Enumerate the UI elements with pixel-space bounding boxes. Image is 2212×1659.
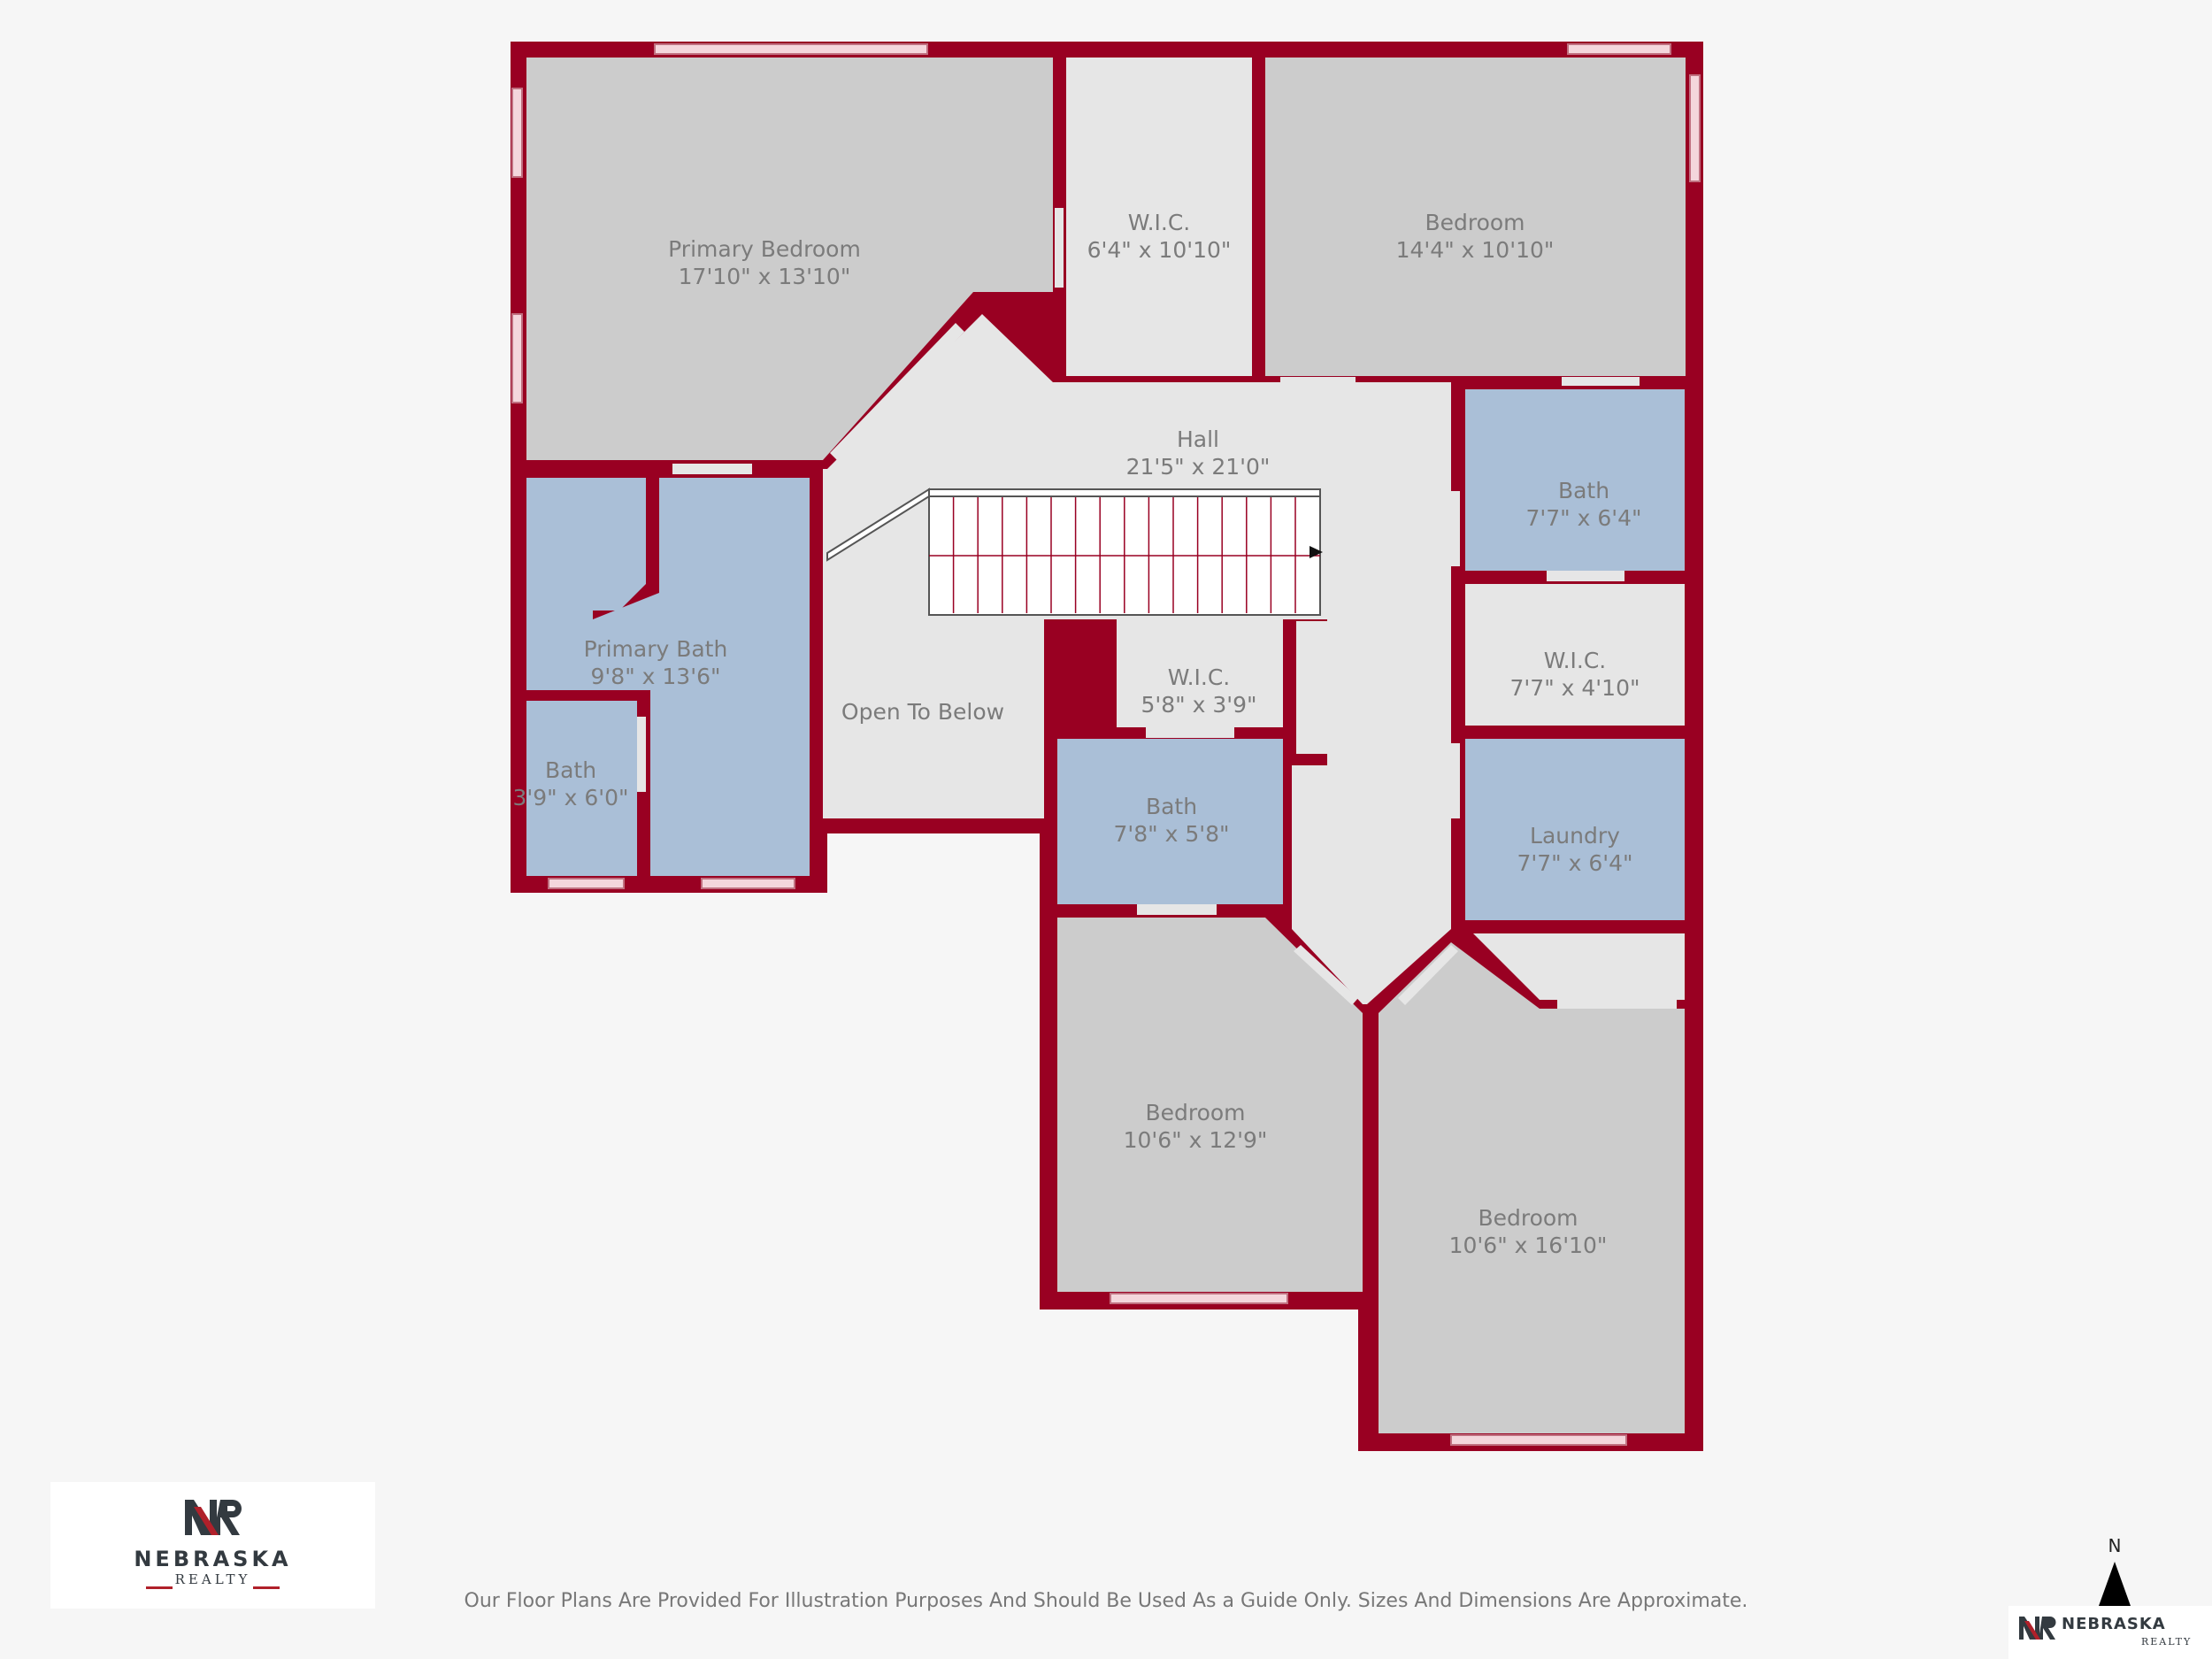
corner-brand-logo: NEBRASKA REALTY bbox=[2008, 1606, 2212, 1659]
primary-bedroom-floor bbox=[526, 58, 1053, 460]
nr-monogram-icon bbox=[146, 1500, 280, 1589]
primary-bath-floor bbox=[526, 478, 810, 876]
hall-dims: 21'5" x 21'0" bbox=[1126, 454, 1271, 480]
bath-center-floor bbox=[1057, 739, 1283, 904]
bedroom-top-name: Bedroom bbox=[1425, 210, 1525, 235]
hall-name: Hall bbox=[1177, 426, 1219, 452]
north-arrow-icon bbox=[2099, 1562, 2131, 1606]
bedroom-top-floor bbox=[1265, 58, 1686, 376]
corner-brand-name: NEBRASKA bbox=[2062, 1615, 2166, 1633]
brand-name: NEBRASKA bbox=[134, 1547, 292, 1571]
wic-right-floor bbox=[1465, 584, 1685, 726]
bath-center-dims: 7'8" x 5'8" bbox=[1113, 821, 1229, 847]
wic-top-dims: 6'4" x 10'10" bbox=[1087, 237, 1232, 263]
bedroom-bl-floor bbox=[1057, 918, 1363, 1292]
primary-bath-name: Primary Bath bbox=[584, 636, 728, 662]
bedroom-br-dims: 10'6" x 16'10" bbox=[1449, 1233, 1608, 1258]
bath-small-floor bbox=[526, 701, 637, 876]
bedroom-top-dims: 14'4" x 10'10" bbox=[1396, 237, 1555, 263]
wic-center-name: W.I.C. bbox=[1168, 664, 1231, 690]
wic-right-dims: 7'7" x 4'10" bbox=[1510, 675, 1640, 701]
laundry-name: Laundry bbox=[1530, 823, 1620, 849]
laundry-dims: 7'7" x 6'4" bbox=[1517, 850, 1632, 876]
brand-subtitle: REALTY bbox=[174, 1571, 251, 1587]
stair-arrow-icon bbox=[1310, 546, 1323, 558]
brand-logo: NEBRASKA REALTY bbox=[50, 1482, 375, 1609]
bath-small-dims: 3'9" x 6'0" bbox=[512, 785, 628, 810]
open-to-below-name: Open To Below bbox=[841, 699, 1004, 725]
wic-center-dims: 5'8" x 3'9" bbox=[1141, 692, 1256, 718]
nr-monogram-small-icon bbox=[2019, 1617, 2056, 1640]
rooms-fill bbox=[526, 58, 1686, 1433]
wic-top-name: W.I.C. bbox=[1128, 210, 1191, 235]
primary-bedroom-dims: 17'10" x 13'10" bbox=[679, 264, 851, 289]
bedroom-br-floor bbox=[1379, 942, 1685, 1433]
bedroom-br-name: Bedroom bbox=[1478, 1205, 1578, 1231]
door-openings bbox=[637, 208, 1677, 1009]
closet-right-floor bbox=[1473, 933, 1685, 1000]
bedroom-bl-dims: 10'6" x 12'9" bbox=[1124, 1127, 1268, 1153]
closet-center-floor bbox=[1296, 621, 1339, 754]
bath-right-floor bbox=[1465, 389, 1685, 571]
primary-bedroom-name: Primary Bedroom bbox=[668, 236, 861, 262]
primary-bath-dims: 9'8" x 13'6" bbox=[591, 664, 721, 689]
disclaimer-text: Our Floor Plans Are Provided For Illustr… bbox=[464, 1590, 1748, 1612]
compass-letter: N bbox=[2108, 1535, 2122, 1556]
compass: N bbox=[2088, 1535, 2141, 1606]
staircase bbox=[826, 488, 1323, 616]
bath-center-name: Bath bbox=[1146, 794, 1197, 819]
windows bbox=[511, 43, 1701, 1446]
corner-brand-subtitle: REALTY bbox=[2141, 1636, 2193, 1647]
wic-center-floor bbox=[1117, 617, 1283, 727]
wic-top-floor bbox=[1066, 58, 1252, 376]
room-labels: Primary Bedroom 17'10" x 13'10" W.I.C. 6… bbox=[512, 210, 1641, 1258]
bath-small-name: Bath bbox=[545, 757, 596, 783]
bath-right-name: Bath bbox=[1558, 478, 1609, 503]
laundry-floor bbox=[1465, 739, 1685, 920]
wic-right-name: W.I.C. bbox=[1544, 648, 1607, 673]
bath-right-dims: 7'7" x 6'4" bbox=[1525, 505, 1641, 531]
bedroom-bl-name: Bedroom bbox=[1145, 1100, 1245, 1125]
